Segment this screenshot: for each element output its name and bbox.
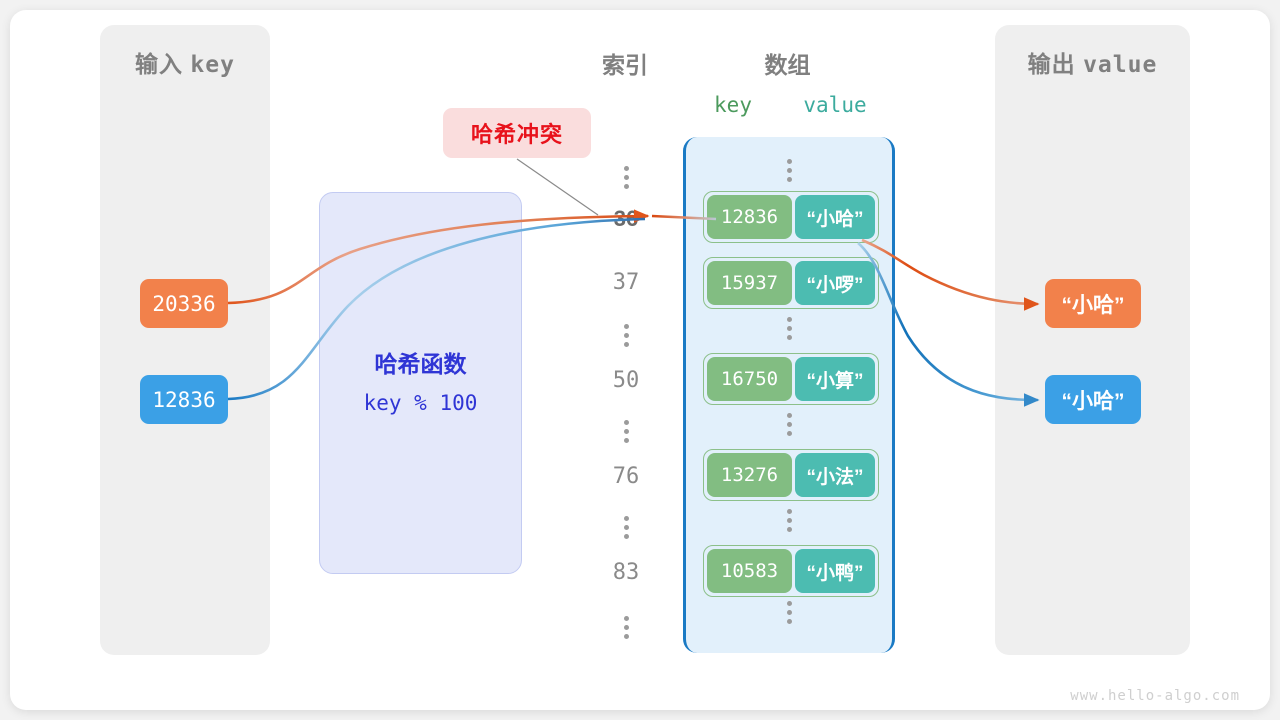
- bucket-entry-12836: 12836“小哈”: [703, 191, 879, 243]
- index-label-50: 50: [580, 368, 672, 393]
- output-value-chip-1: “小哈”: [1045, 375, 1141, 424]
- vertical-ellipsis-icon: [786, 509, 792, 532]
- vertical-ellipsis-icon: [623, 166, 629, 189]
- index-value: 37: [612, 270, 640, 295]
- index-value: 83: [612, 560, 640, 585]
- bucket-entry-15937: 15937“小啰”: [703, 257, 879, 309]
- input-key-panel: 输入 key: [100, 25, 270, 655]
- bucket-value-cell: “小哈”: [794, 195, 875, 239]
- output-value-chip-0-label: “小哈”: [1061, 293, 1125, 317]
- hash-collision-label: 哈希冲突: [470, 122, 563, 147]
- index-label-83: 83: [580, 560, 672, 585]
- output-panel-title: 输出 value: [995, 45, 1190, 79]
- value-sub-header: value: [803, 93, 867, 117]
- watermark: www.hello-algo.com: [1070, 688, 1240, 704]
- vertical-ellipsis-icon: [623, 516, 629, 539]
- index-label-37: 37: [580, 270, 672, 295]
- input-panel-title: 输入 key: [100, 45, 270, 79]
- hash-collision-badge: 哈希冲突: [443, 108, 591, 158]
- bucket-entry-13276: 13276“小法”: [703, 449, 879, 501]
- bucket-key-cell: 15937: [707, 261, 792, 305]
- array-ellipsis: [686, 413, 892, 441]
- input-key-chip-12836: 12836: [140, 375, 228, 424]
- bucket-value-cell: “小鸭”: [794, 549, 875, 593]
- index-ellipsis: [580, 324, 672, 352]
- input-key-chip-0-label: 20336: [152, 291, 216, 316]
- bucket-value-cell: “小算”: [794, 357, 875, 401]
- output-value-chip-1-label: “小哈”: [1061, 389, 1125, 413]
- hash-table-array: 12836“小哈”15937“小啰”16750“小算”13276“小法”1058…: [683, 137, 895, 653]
- hash-function-title: 哈希函数: [374, 351, 467, 377]
- bucket-value-cell: “小啰”: [794, 261, 875, 305]
- input-panel-title-mono: key: [190, 52, 235, 78]
- vertical-ellipsis-icon: [786, 413, 792, 436]
- index-ellipsis: [580, 616, 672, 644]
- index-value: 36: [613, 206, 639, 231]
- vertical-ellipsis-icon: [786, 159, 792, 182]
- input-key-chip-1-label: 12836: [152, 387, 216, 412]
- array-ellipsis: [686, 601, 892, 629]
- bucket-value-cell: “小法”: [794, 453, 875, 497]
- vertical-ellipsis-icon: [786, 601, 792, 624]
- bucket-key-cell: 16750: [707, 357, 792, 401]
- array-ellipsis: [686, 159, 892, 187]
- index-ellipsis: [580, 420, 672, 448]
- index-ellipsis: [580, 166, 672, 194]
- index-ellipsis: [580, 516, 672, 544]
- input-key-chip-20336: 20336: [140, 279, 228, 328]
- bucket-entry-10583: 10583“小鸭”: [703, 545, 879, 597]
- bucket-key-cell: 12836: [707, 195, 792, 239]
- key-sub-header: key: [714, 93, 752, 117]
- input-panel-title-cn: 输入: [135, 51, 184, 77]
- vertical-ellipsis-icon: [623, 616, 629, 639]
- bucket-key-cell: 10583: [707, 549, 792, 593]
- bucket-key-cell: 13276: [707, 453, 792, 497]
- hash-function-expression: key % 100: [363, 391, 478, 415]
- index-label-76: 76: [580, 464, 672, 489]
- vertical-ellipsis-icon: [786, 317, 792, 340]
- array-ellipsis: [686, 509, 892, 537]
- vertical-ellipsis-icon: [623, 420, 629, 443]
- output-panel-title-cn: 输出: [1027, 51, 1076, 77]
- index-column-header: 索引: [602, 52, 648, 78]
- bucket-entry-16750: 16750“小算”: [703, 353, 879, 405]
- output-value-chip-0: “小哈”: [1045, 279, 1141, 328]
- index-label-36: 36: [580, 206, 672, 232]
- output-panel-title-mono: value: [1083, 52, 1158, 78]
- array-ellipsis: [686, 317, 892, 345]
- array-column-header: 数组: [764, 52, 811, 78]
- vertical-ellipsis-icon: [623, 324, 629, 347]
- index-value: 50: [612, 368, 640, 393]
- index-value: 76: [612, 464, 640, 489]
- index-column: 36 37 50 76 83: [580, 140, 672, 650]
- hash-function-box: 哈希函数 key % 100: [319, 192, 522, 574]
- output-value-panel: 输出 value: [995, 25, 1190, 655]
